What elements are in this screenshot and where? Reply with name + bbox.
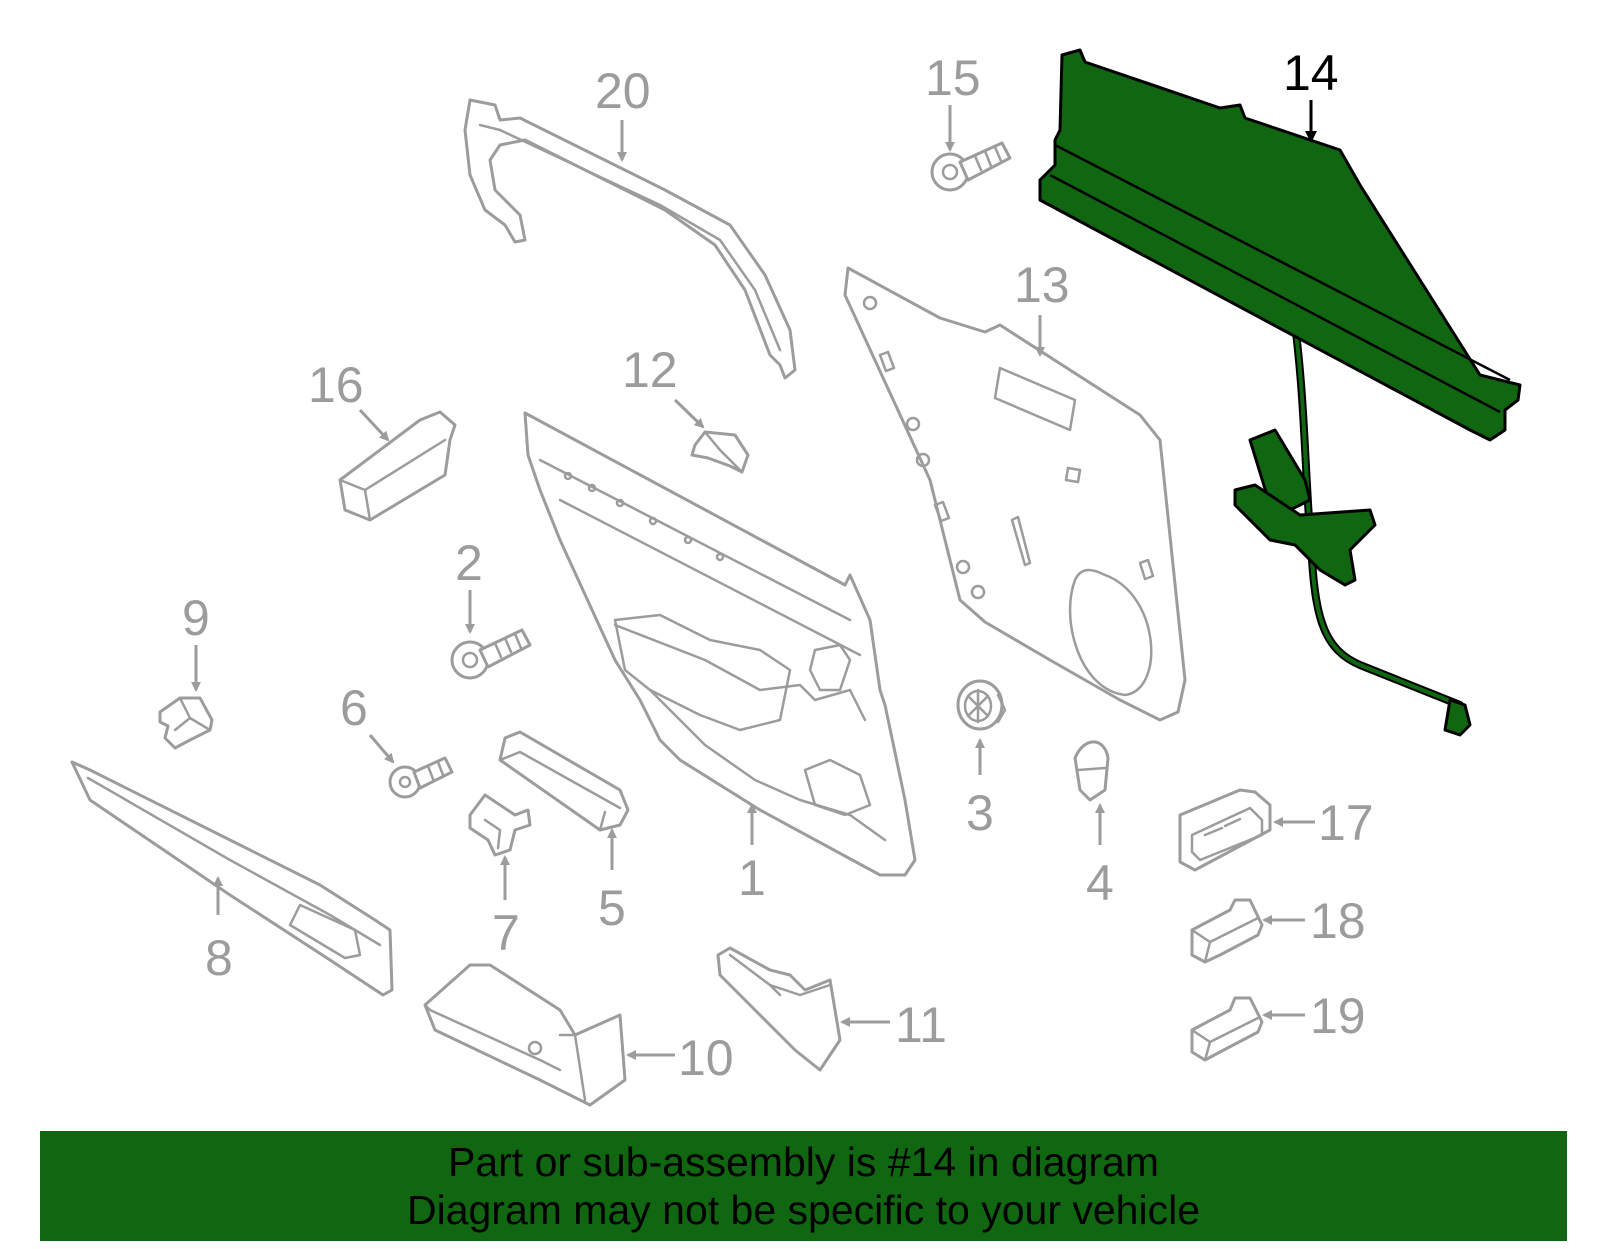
part-2-screw[interactable] [450, 628, 532, 680]
part-14-window-regulator[interactable] [1038, 48, 1522, 737]
callout-19: 19 [1310, 988, 1366, 1044]
part-18-switch[interactable] [1190, 898, 1264, 964]
banner-line-2: Diagram may not be specific to your vehi… [406, 1187, 1200, 1233]
callout-4: 4 [1086, 855, 1114, 911]
part-15-screw[interactable] [930, 141, 1012, 192]
part-10-pocket[interactable] [423, 963, 627, 1107]
part-8-trim-strip[interactable] [70, 760, 394, 997]
part-6-screw[interactable] [388, 756, 454, 799]
callout-14: 14 [1283, 45, 1339, 101]
callout-15: 15 [925, 50, 981, 106]
part-16-switch[interactable] [338, 410, 457, 522]
part-17-switch-bezel[interactable] [1178, 788, 1272, 872]
callout-1: 1 [738, 850, 766, 906]
callout-6: 6 [340, 680, 368, 736]
part-1-door-trim-panel[interactable] [523, 411, 917, 877]
callout-17: 17 [1318, 795, 1374, 851]
banner-line-1: Part or sub-assembly is #14 in diagram [448, 1139, 1159, 1185]
callout-9: 9 [182, 590, 210, 646]
callout-3: 3 [966, 785, 994, 841]
callout-8: 8 [205, 930, 233, 986]
callout-20: 20 [595, 63, 651, 119]
callout-7: 7 [492, 905, 520, 961]
part-11-bracket[interactable] [716, 946, 842, 1072]
callout-13: 13 [1014, 257, 1070, 313]
part-4-cap[interactable] [1073, 740, 1110, 802]
leader-lines [191, 100, 1317, 1060]
callout-10: 10 [678, 1030, 734, 1086]
part-9-clip[interactable] [158, 696, 214, 750]
callout-16: 16 [308, 357, 364, 413]
callout-18: 18 [1310, 893, 1366, 949]
callout-2: 2 [455, 535, 483, 591]
part-3-speaker[interactable] [956, 679, 1007, 731]
parts-diagram: 20 15 14 13 12 16 2 9 6 3 1 4 5 7 8 10 1… [70, 45, 1522, 1107]
part-13-door-carrier[interactable] [843, 266, 1187, 722]
part-20-frame-trim[interactable] [463, 98, 797, 380]
part-19-switch[interactable] [1190, 996, 1264, 1062]
part-5-pull-handle[interactable] [498, 730, 630, 832]
part-12-clip[interactable] [690, 430, 750, 474]
callout-12: 12 [622, 342, 678, 398]
part-7-clip[interactable] [468, 793, 532, 857]
callout-5: 5 [598, 880, 626, 936]
callout-labels: 20 15 14 13 12 16 2 9 6 3 1 4 5 7 8 10 1… [182, 45, 1374, 1086]
callout-11: 11 [895, 997, 947, 1053]
info-banner: Part or sub-assembly is #14 in diagram D… [40, 1131, 1567, 1241]
